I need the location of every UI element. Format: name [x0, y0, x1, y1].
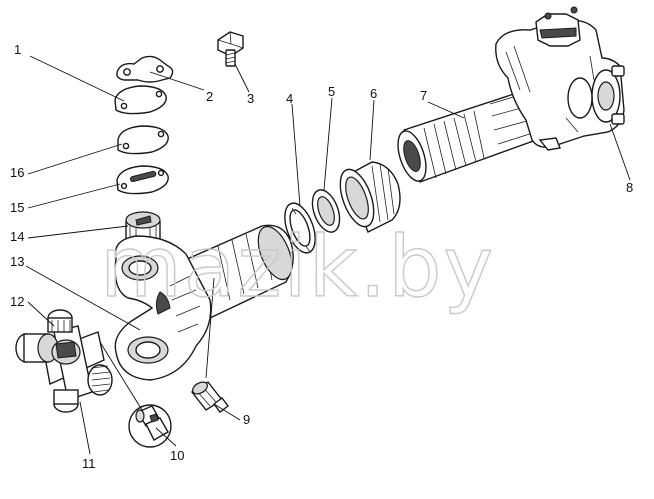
part-5-seal-washer: [311, 189, 341, 233]
part-4-retaining-ring: [284, 202, 316, 254]
leader-lines: [25, 55, 631, 455]
callout-8: 8: [626, 180, 633, 195]
part-13-yoke-tube: [114, 224, 294, 381]
callout-1: 1: [14, 42, 21, 57]
callout-5: 5: [328, 84, 335, 99]
callout-9: 9: [243, 412, 250, 427]
part-2-clamp-plate: [116, 55, 174, 83]
callout-13: 13: [10, 254, 24, 269]
callout-7: 7: [420, 88, 427, 103]
callout-14: 14: [10, 229, 24, 244]
callout-12: 12: [10, 294, 24, 309]
part-11-12-universal-joint-cross: [15, 309, 113, 413]
callout-10: 10: [170, 448, 184, 463]
callout-11: 11: [82, 456, 96, 471]
callout-3: 3: [247, 91, 254, 106]
part-16-gasket: [117, 125, 169, 155]
part-8-flange-yoke: [495, 6, 625, 151]
callout-16: 16: [10, 165, 24, 180]
callout-4: 4: [286, 91, 293, 106]
callout-6: 6: [370, 86, 377, 101]
part-10-angled-grease-fitting: [128, 404, 172, 448]
part-6-splined-sleeve: [339, 161, 401, 233]
watermark-text: mazik.by: [100, 218, 495, 316]
part-9-straight-grease-fitting: [190, 381, 229, 413]
callout-2: 2: [206, 89, 213, 104]
part-3-bolt: [217, 31, 244, 67]
callout-15: 15: [10, 200, 24, 215]
callout-numbers: 1 2 3 4 5 6 7 8 9 10 11 12 13 14 15 16: [10, 42, 633, 471]
part-1-cover-plate: [114, 85, 167, 115]
part-15-slotted-plate: [116, 165, 169, 195]
